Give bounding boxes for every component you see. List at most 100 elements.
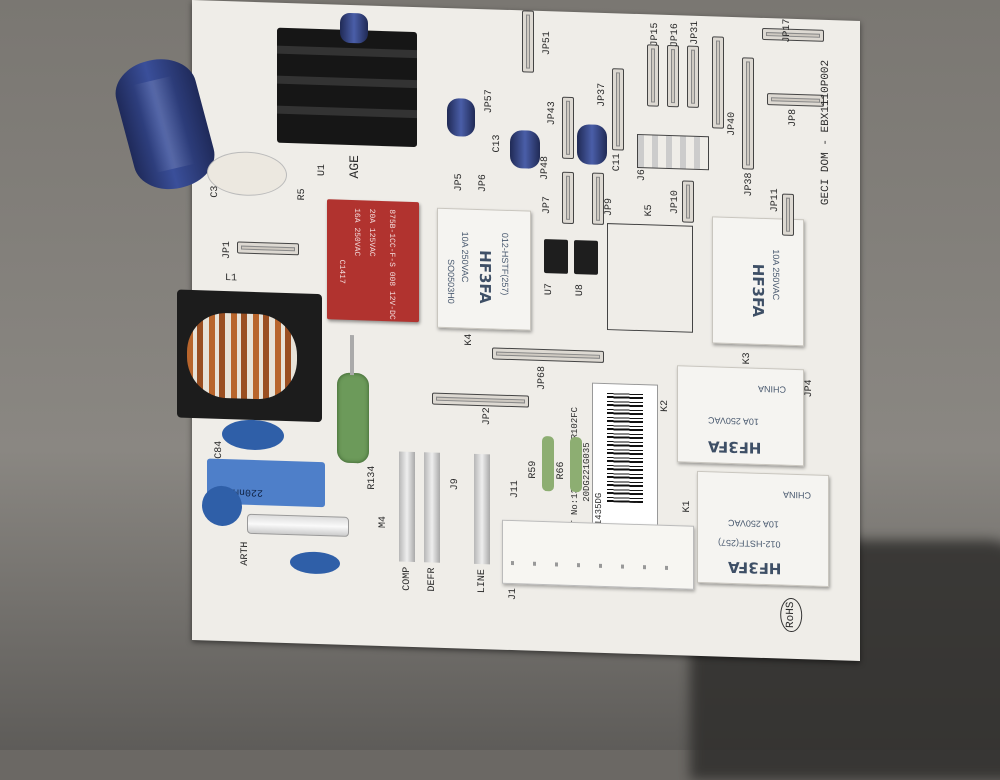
jumper-jp10 [682,180,694,223]
jumper-jp40 [712,36,724,129]
label-j11: J11 [510,479,521,499]
label-jp6: JP6 [478,173,489,193]
small-capacitor [510,129,540,169]
relay-part: 012-HSTF(257) [500,232,510,296]
label-k5: K5 [644,204,655,217]
rohs-mark: RoHS [780,597,803,633]
label-c13: C13 [492,134,503,153]
relay-china: CHINA [783,489,812,501]
relay-k4: HF3FA 012-HSTF(257) 10A 250VAC SO0503H0 [437,207,531,331]
label-line: LINE [477,568,488,594]
label-m4: M4 [378,515,389,529]
label-u8: U8 [575,284,586,297]
small-capacitor [447,98,475,137]
resistor-lead [350,334,354,376]
relay-model: HF3FA [476,249,494,304]
label-comp: COMP [402,566,413,591]
relay-rating: 10A 250VAC [771,249,781,301]
header-j6 [637,133,709,171]
jumper-jp17 [762,27,824,42]
barcode-text: 1435DG [594,492,604,526]
ic-u8 [574,240,598,275]
label-jp9: JP9 [604,197,615,217]
age-label: AGE [347,154,362,179]
label-jp15: JP15 [650,22,661,47]
label-jp17: JP17 [782,18,793,43]
relay-part: 012-HSTF(257) [718,537,781,550]
relay-code: SO0503H0 [446,258,456,304]
jumper-jp1 [237,241,299,256]
jumper-jp7 [562,171,574,225]
label-jp5: JP5 [454,173,465,192]
label-jp31: JP31 [690,20,701,46]
relay-model: HF3FA [728,557,782,578]
relay-model: HF3FA [708,437,762,457]
circuit-board: 875B-1CC-F-S 008 12V-DC 20A 125VAC 16A 2… [108,0,860,661]
jumper-jp51 [522,10,534,73]
label-r5: R5 [297,188,308,201]
label-jp37: JP37 [597,82,608,108]
red-relay-code: C1417 [337,259,346,284]
label-k3: K3 [742,352,753,365]
jumper-jp2 [432,392,529,408]
label-k2: K2 [660,399,671,413]
disc-capacitor [222,418,284,451]
label-r134: R134 [367,465,378,490]
jumper-jp11 [782,193,794,236]
label-r59: R59 [528,460,539,479]
inductor-l1 [177,289,322,423]
red-relay-rating: 16A 250VAC [352,208,361,257]
power-resistor [337,372,369,464]
label-jp68: JP68 [537,365,548,391]
label-c11: C11 [612,153,623,172]
jumper-jp15 [647,44,659,107]
label-earth: ARTH [240,541,251,566]
label-jp48: JP48 [540,155,551,181]
jumper-jp68 [492,347,604,363]
label-r66: R66 [556,461,567,480]
label-u1: U1 [317,163,328,177]
disc-capacitor [202,485,242,527]
jumper-jp9 [592,172,604,225]
label-jp7: JP7 [542,195,553,215]
label-jp8: JP8 [788,108,799,128]
relay-china: CHINA [758,383,787,395]
label-defr: DEFR [427,567,438,592]
label-jp16: JP16 [670,23,681,48]
label-jp57: JP57 [484,89,495,114]
relay-rating: 10A 250VAC [708,415,759,427]
resistor-r66 [570,436,582,493]
barcode-text: 20DG221G035 [582,442,592,502]
disc-capacitor [290,551,340,575]
label-c3: C3 [210,185,221,198]
jumper-jp38 [742,57,754,170]
relay-k2: HF3FA 10A 250VAC CHINA [677,365,804,467]
red-relay-model: 875B-1CC-F-S 008 12V-DC [387,209,396,320]
small-capacitor [340,12,368,44]
label-jp4: JP4 [804,379,815,398]
label-j9: J9 [450,478,461,491]
label-k4: K4 [464,333,475,346]
label-jp43: JP43 [547,101,558,126]
jumper-jp16 [667,44,679,108]
label-u7: U7 [544,283,555,296]
ic-u7 [544,239,568,274]
label-j1: J1 [508,587,519,601]
red-relay-rating: 20A 125VAC [367,208,376,257]
red-relay: 875B-1CC-F-S 008 12V-DC 20A 125VAC 16A 2… [327,199,419,323]
jumper-jp31 [687,45,699,108]
spade-terminal-comp [399,451,415,563]
resistor-r59 [542,435,554,492]
label-j6: J6 [637,168,648,182]
label-k1: K1 [682,500,693,513]
label-jp51: JP51 [542,30,553,56]
label-jp11: JP11 [770,188,781,213]
heatsink [277,27,417,148]
spade-terminal-line [474,453,490,565]
connector-j1 [502,519,694,590]
label-jp1: JP1 [222,240,233,260]
label-jp38: JP38 [744,172,755,197]
relay-rating: 10A 250VAC [728,517,779,530]
barcode [607,392,643,504]
relay-k1: HF3FA 012-HSTF(257) 10A 250VAC CHINA [697,470,829,588]
